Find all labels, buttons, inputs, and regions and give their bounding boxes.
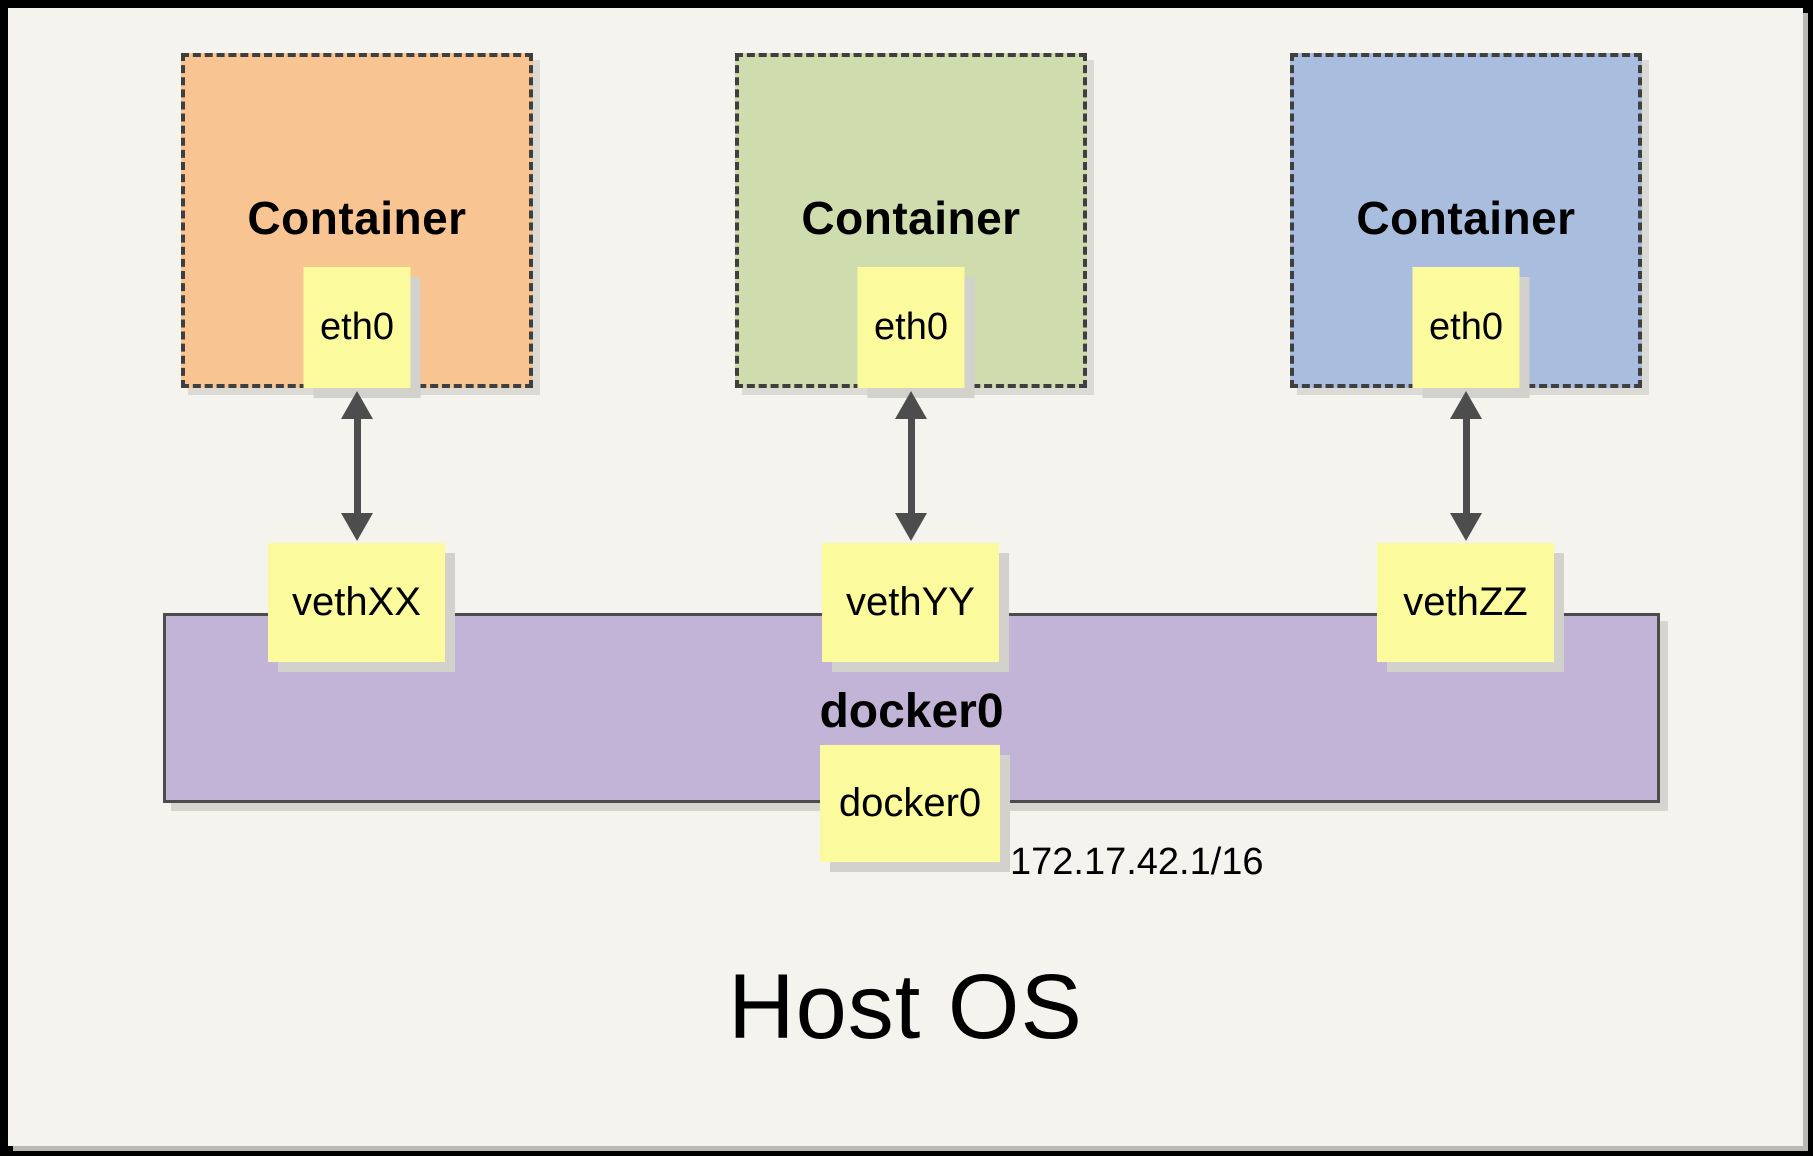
container-box-1: Container eth0: [181, 53, 533, 388]
docker0-interface-box: docker0: [820, 745, 1000, 862]
vethxx-label: vethXX: [292, 580, 421, 624]
host-os-label: Host OS: [728, 956, 1083, 1058]
arrow-down-head: [341, 513, 373, 541]
bidirectional-arrow-icon: [339, 391, 375, 541]
arrow-up-head: [895, 391, 927, 419]
container-2-eth0-label: eth0: [874, 306, 948, 348]
vethzz-label: vethZZ: [1403, 580, 1528, 624]
arrow-down-head: [1450, 513, 1482, 541]
vethyy-label: vethYY: [846, 580, 975, 624]
vethzz-box: vethZZ: [1377, 543, 1554, 662]
container-1-label: Container: [247, 191, 467, 244]
container-2-eth0-box: eth0: [857, 267, 965, 388]
container-1-eth0-label: eth0: [320, 306, 394, 348]
arrow-down-head: [895, 513, 927, 541]
diagram-page: Container eth0 Container eth0 Container …: [8, 8, 1803, 1146]
vethxx-box: vethXX: [268, 543, 445, 662]
container-3-label: Container: [1356, 191, 1576, 244]
bidirectional-arrow-icon: [1448, 391, 1484, 541]
arrow-shaft: [1462, 419, 1470, 513]
arrow-up-head: [341, 391, 373, 419]
container-1-eth0-box: eth0: [303, 267, 411, 388]
docker0-bridge-label: docker0: [819, 685, 1004, 738]
vethyy-box: vethYY: [822, 543, 999, 662]
docker0-interface-label: docker0: [838, 781, 982, 825]
container-3-eth0-label: eth0: [1429, 306, 1503, 348]
arrow-shaft: [907, 419, 915, 513]
container-3-eth0-box: eth0: [1412, 267, 1520, 388]
container-box-2: Container eth0: [735, 53, 1087, 388]
arrow-up-head: [1450, 391, 1482, 419]
bridge-ip-label: 172.17.42.1/16: [1010, 841, 1264, 883]
bidirectional-arrow-icon: [893, 391, 929, 541]
container-2-label: Container: [801, 191, 1021, 244]
container-box-3: Container eth0: [1290, 53, 1642, 388]
arrow-shaft: [353, 419, 361, 513]
